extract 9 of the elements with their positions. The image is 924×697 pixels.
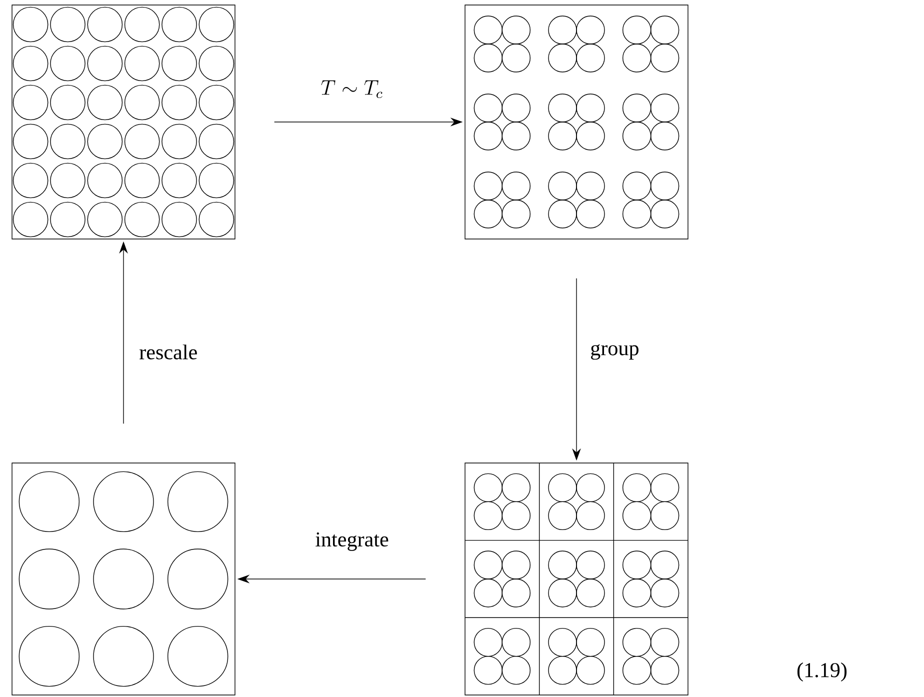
lattice-drawing [464,4,688,240]
equation-number: (1.19) [797,662,847,682]
edge-label: group [591,344,638,360]
lattice-drawing [12,462,236,696]
edge-label: integrate [316,532,388,551]
lattice-drawing [12,4,236,240]
edge-label: rescale [140,344,197,360]
lattice-drawing [464,462,688,696]
edge-label: $T \sim T_c$ [321,80,382,98]
